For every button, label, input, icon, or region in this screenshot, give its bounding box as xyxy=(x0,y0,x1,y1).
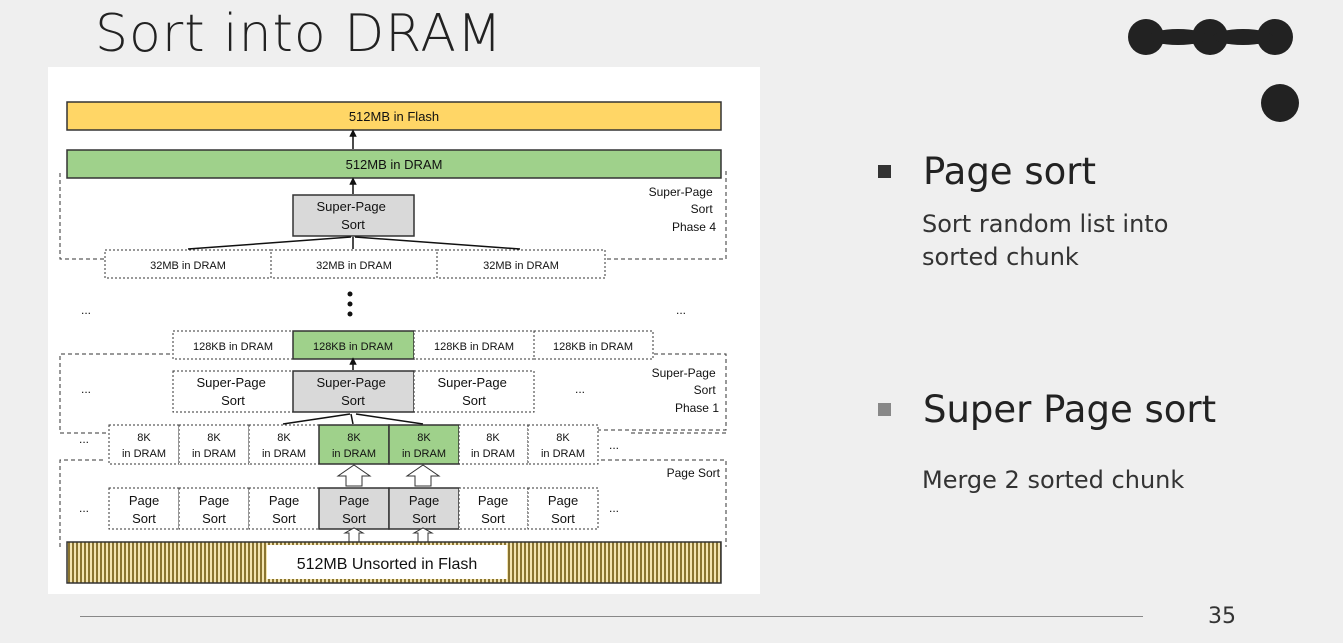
decorative-dots xyxy=(1128,19,1299,122)
slide-title: Sort into DRAM xyxy=(95,4,503,64)
dram-top-label: 512MB in DRAM xyxy=(346,157,443,172)
bullet-page-sort: Page sort xyxy=(878,150,1096,193)
super-sort-top-box xyxy=(292,194,415,237)
bullet-marker-icon xyxy=(878,165,891,178)
mb32-label-2: 32MB in DRAM xyxy=(316,260,392,272)
ellipsis-right-4: ... xyxy=(609,501,619,515)
ellipsis-left-4: ... xyxy=(79,501,89,515)
mb32-box-1 xyxy=(104,249,272,279)
footer-divider xyxy=(80,616,1143,617)
unsorted-flash-label: 512MB Unsorted in Flash xyxy=(297,556,478,573)
bullet-marker-icon xyxy=(878,403,891,416)
sort-diagram: 512MB in Flash 512MB in DRAM Super-Page … xyxy=(59,101,727,584)
ellipsis-left-3: ... xyxy=(79,432,89,446)
phase4-label: Super-Page Sort Phase 4 xyxy=(649,185,717,234)
bullet-heading: Super Page sort xyxy=(923,388,1217,431)
page-number: 35 xyxy=(1208,604,1236,629)
ellipsis-left-1: ... xyxy=(81,303,91,317)
super-sort-mid-label-3: Super-Page Sort xyxy=(437,375,510,408)
page-sort-label: Page Sort xyxy=(667,466,721,480)
kb128-label-3: 128KB in DRAM xyxy=(434,341,514,353)
kb128-label-2: 128KB in DRAM xyxy=(313,341,393,353)
kb128-box-4 xyxy=(533,330,654,360)
bullet-heading: Page sort xyxy=(923,150,1096,193)
super-sort-mid-label-1: Super-Page Sort xyxy=(196,375,269,408)
mb32-box-3 xyxy=(436,249,606,279)
super-sort-top-label: Super-Page Sort xyxy=(316,199,389,232)
ellipsis-right-3: ... xyxy=(609,438,619,452)
super-sort-mid-box-3 xyxy=(413,370,535,413)
flash-top-label: 512MB in Flash xyxy=(349,109,439,124)
ellipsis-right-1: ... xyxy=(676,303,686,317)
mb32-label-3: 32MB in DRAM xyxy=(483,260,559,272)
kb128-box-3 xyxy=(413,330,535,360)
hollow-arrow-1 xyxy=(336,464,372,487)
kb128-label-4: 128KB in DRAM xyxy=(553,341,633,353)
kb128-label-1: 128KB in DRAM xyxy=(193,341,273,353)
k8-row xyxy=(108,424,599,465)
flash-top-box xyxy=(66,101,722,131)
bullet-description: Merge 2 sorted chunk xyxy=(922,466,1185,494)
mb32-label-1: 32MB in DRAM xyxy=(150,260,226,272)
super-sort-mid-label-2: Super-Page Sort xyxy=(316,375,389,408)
super-sort-mid-box-1 xyxy=(172,370,294,413)
mb32-box-2 xyxy=(270,249,438,279)
ellipsis-left-2: ... xyxy=(81,382,91,396)
page-sort-row xyxy=(108,487,599,530)
super-sort-mid-box-2 xyxy=(292,370,415,413)
bullet-super-page-sort: Super Page sort xyxy=(878,388,1216,431)
kb128-box-1 xyxy=(172,330,294,360)
hollow-arrow-2 xyxy=(405,464,441,487)
diagram-panel: 512MB in Flash 512MB in DRAM Super-Page … xyxy=(48,67,760,594)
dram-top-box xyxy=(66,149,722,179)
ellipsis-right-2: ... xyxy=(575,382,585,396)
bullet-description: Sort random list into sorted chunk xyxy=(922,210,1169,271)
phase1-label: Super-Page Sort Phase 1 xyxy=(652,366,720,415)
